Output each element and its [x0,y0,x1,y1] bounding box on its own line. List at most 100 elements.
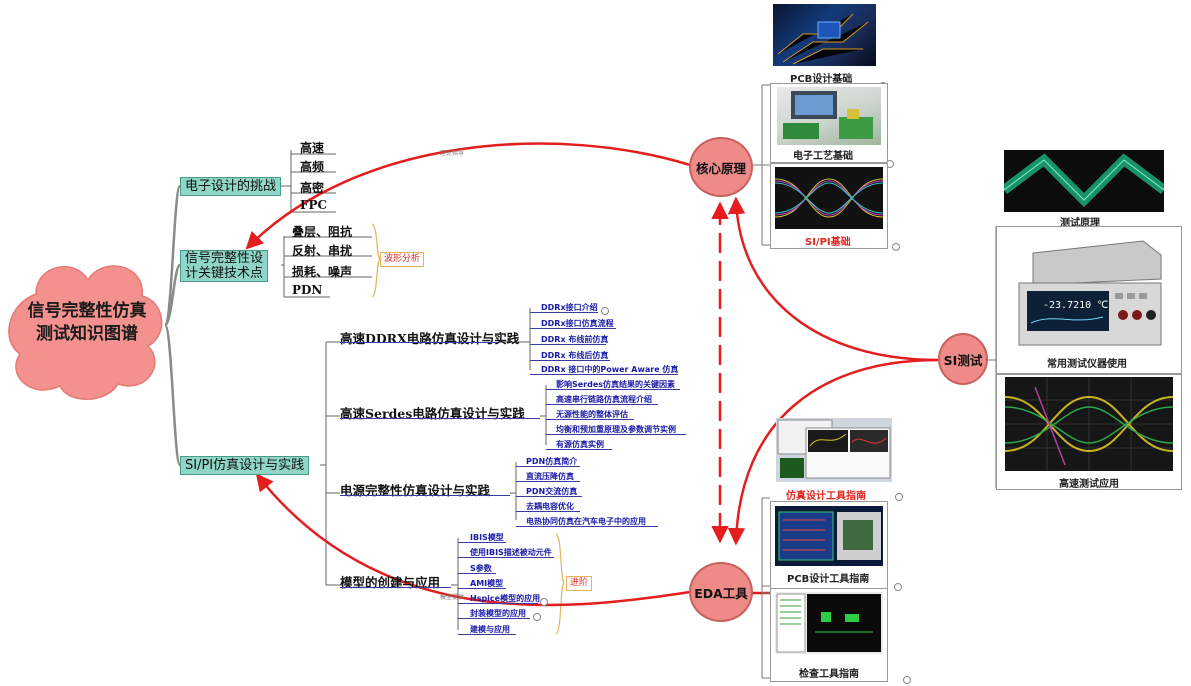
power-leaf-underline [516,466,580,467]
model-leaf-ami[interactable]: AMI模型 [470,579,504,588]
model-leaf-underline [458,618,530,619]
power-leaf-underline [516,526,658,527]
model-leaf-package[interactable]: 封装模型的应用 [470,609,526,618]
serdes-leaf-passive[interactable]: 无源性能的整体评估 [556,410,628,419]
pcb-layout-icon [778,511,881,561]
card-hs-test: 高速测试应用 [996,374,1182,490]
serdes-leaf-underline [546,449,612,450]
card-craft: 电子工艺基础 [770,83,888,163]
card-caption-instrument[interactable]: 常用测试仪器使用 [1047,359,1127,370]
branch-si-key-tech-line2: 计关键技术点 [185,266,264,281]
section-serdes[interactable]: 高速Serdes电路仿真设计与实践 [340,406,525,421]
check-tool-image [775,592,883,654]
simulation-software-icon [777,419,891,479]
serdes-leaf-equalization[interactable]: 均衡和预加重原理及参数调节实例 [556,425,676,434]
ddr-leaf-underline [530,344,606,345]
power-leaf-dc-drop[interactable]: 直流压降仿真 [526,472,574,481]
card-sipi: SI/PI基础 [770,163,888,249]
card-caption-hs-test[interactable]: 高速测试应用 [1059,479,1119,490]
test-principle-image [1004,150,1164,212]
collapse-toggle-icon[interactable] [892,243,900,251]
branch-si-key-tech-line1: 信号完整性设 [185,251,264,266]
ddr-leaf-underline [530,374,678,375]
root-branch-lines [163,184,182,467]
model-leaf-modeling[interactable]: 建模与应用 [470,625,510,634]
ddr-leaf-flow[interactable]: DDRx接口仿真流程 [541,319,614,328]
card-caption-pcb-tool[interactable]: PCB设计工具指南 [787,574,870,585]
power-leaf-decap[interactable]: 去耦电容优化 [526,502,574,511]
card-pcb-tool: PCB设计工具指南 [770,501,888,589]
challenge-item-fpc[interactable]: FPC [300,198,328,212]
card-caption-check-tool[interactable]: 检查工具指南 [799,669,859,680]
collapse-toggle-icon[interactable] [903,676,911,684]
challenge-item-high-speed[interactable]: 高速 [300,141,325,155]
power-leaf-ac[interactable]: PDN交流仿真 [526,487,578,496]
collapse-toggle-icon[interactable] [895,493,903,501]
hub-core-principle[interactable]: 核心原理 [689,137,753,197]
root-title-line2: 测试知识图谱 [36,324,138,344]
section-model[interactable]: 模型的创建与应用 [340,575,441,590]
pcb-tool-image [775,506,883,566]
eye-diagram-icon [775,178,883,218]
craft-image [777,87,881,145]
section-ddr[interactable]: 高速DDRX电路仿真设计与实践 [340,331,520,346]
collapse-toggle-icon[interactable] [894,583,902,591]
model-leaf-underline [458,573,496,574]
pcb-basic-image [773,4,876,66]
challenge-item-high-frequency[interactable]: 高频 [300,160,325,174]
key-item-stackup-impedance[interactable]: 叠层、阻抗 [292,225,353,239]
serdes-leaf-flow[interactable]: 高速串行链路仿真流程介绍 [556,395,652,404]
challenge-item-high-density[interactable]: 高密 [300,181,325,195]
branch-sipi-practice[interactable]: SI/PI仿真设计与实践 [180,456,310,475]
model-leaf-s-param[interactable]: S参数 [470,564,492,573]
card-caption-pcb-basic[interactable]: PCB设计基础 [790,74,853,85]
ddr-leaf-postlayout[interactable]: DDRx 布线后仿真 [541,351,609,360]
model-leaf-ibis[interactable]: IBIS模型 [470,533,504,542]
ddr-leaf-intro[interactable]: DDRx接口介绍 [541,303,598,312]
power-leaf-underline [516,511,580,512]
model-leaf-underline [458,603,538,604]
arrow-note-model: 模型提供 [440,594,465,601]
root-title: 信号完整性仿真 测试知识图谱 [14,300,160,346]
card-caption-test-principle[interactable]: 测试原理 [1060,218,1100,229]
ddr-leaf-underline [530,360,610,361]
card-caption-sim-tool[interactable]: 仿真设计工具指南 [786,491,866,502]
key-item-reflection-crosstalk[interactable]: 反射、串扰 [292,244,353,258]
ddr-leaf-prelayout[interactable]: DDRx 布线前仿真 [541,335,609,344]
branch-si-key-tech[interactable]: 信号完整性设 计关键技术点 [180,250,269,282]
hub-si-test[interactable]: SI测试 [938,333,988,385]
collapse-toggle-icon[interactable] [533,613,541,621]
power-leaf-underline [516,496,582,497]
ddr-leaf-power-aware[interactable]: DDRx 接口中的Power Aware 仿真 [541,365,679,374]
collapse-toggle-icon[interactable] [601,307,609,315]
serdes-leaf-underline [546,389,680,390]
section-power[interactable]: 电源完整性仿真设计与实践 [340,483,491,498]
checker-software-icon [776,593,881,653]
section-serdes-underline [340,418,540,419]
collapse-toggle-icon[interactable] [540,598,548,606]
multimeter-icon [1018,240,1162,346]
card-caption-craft[interactable]: 电子工艺基础 [793,151,853,162]
power-leaf-pdn-intro[interactable]: PDN仿真简介 [526,457,578,466]
model-leaf-hspice[interactable]: Hspice模型的应用 [470,594,541,603]
sim-tool-image [776,418,892,482]
serdes-leaf-factors[interactable]: 影响Serdes仿真结果的关键因素 [556,380,676,389]
model-leaf-ibis-passive[interactable]: 使用IBIS描述被动元件 [470,548,552,557]
power-leaf-electro-thermal[interactable]: 电热协同仿真在汽车电子中的应用 [526,517,646,526]
model-leaf-underline [458,557,554,558]
hub-eda-tools[interactable]: EDA工具 [689,562,753,622]
section-model-underline [340,587,451,588]
key-item-pdn[interactable]: PDN [292,283,323,297]
serdes-leaf-active[interactable]: 有源仿真实例 [556,440,604,449]
key-item-loss-noise[interactable]: 损耗、噪声 [292,265,353,279]
branch-electronic-design-challenge[interactable]: 电子设计的挑战 [180,177,282,196]
ddr-leaf-underline [530,328,616,329]
section-power-underline [340,495,510,496]
sipi-eye-image [775,167,883,229]
card-caption-sipi[interactable]: SI/PI基础 [805,237,851,248]
sub-branch-lines [281,150,547,630]
card-instrument: -23.7210 ℃ 常用测试仪器使用 [996,226,1182,374]
power-leaf-underline [516,481,580,482]
root-cloud-shape [8,265,163,400]
